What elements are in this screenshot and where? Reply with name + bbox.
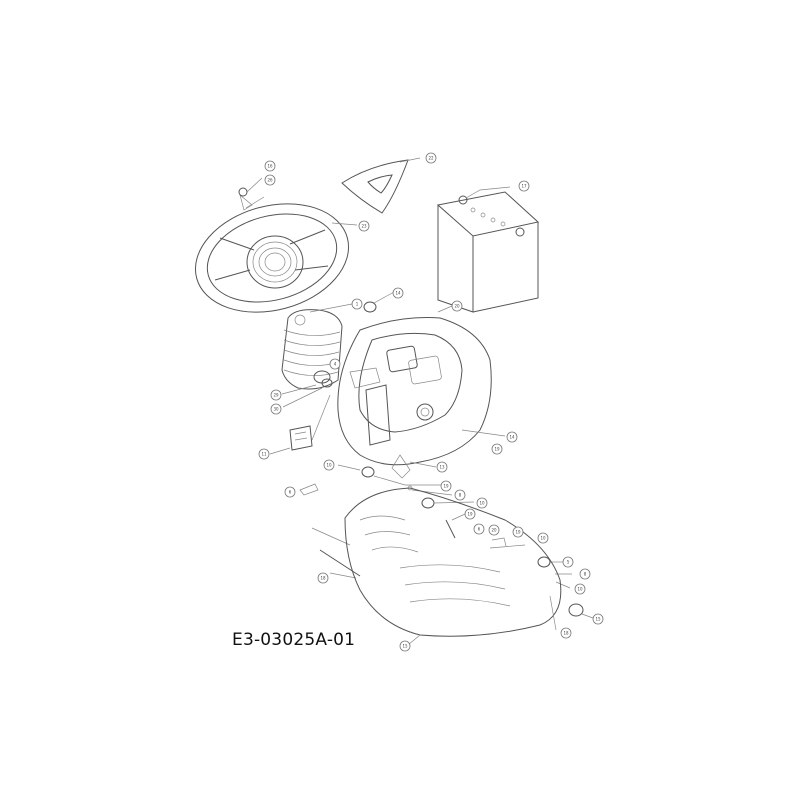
svg-text:23: 23 xyxy=(361,224,367,229)
svg-text:11: 11 xyxy=(261,452,267,457)
callout-19a: 19 xyxy=(491,443,503,455)
callout-8a: 8 xyxy=(454,489,466,501)
callout-10a: 10 xyxy=(323,459,335,471)
callout-26: 26 xyxy=(264,174,276,186)
callout-6a: 6 xyxy=(284,486,296,498)
callout-14b: 14 xyxy=(506,431,518,443)
callout-11: 11 xyxy=(258,448,270,460)
svg-text:13: 13 xyxy=(439,465,445,470)
callout-16: 16 xyxy=(264,160,276,172)
callout-22: 22 xyxy=(425,152,437,164)
svg-text:15: 15 xyxy=(595,617,601,622)
callout-10c: 10 xyxy=(537,532,549,544)
callout-19c: 19 xyxy=(464,508,476,520)
callout-23: 23 xyxy=(358,220,370,232)
drawing-number: E3-03025A-01 xyxy=(232,630,356,650)
callout-hood-bottom: 15 xyxy=(399,640,411,652)
callout-29: 29 xyxy=(270,389,282,401)
svg-text:18: 18 xyxy=(320,576,326,581)
svg-text:19: 19 xyxy=(467,512,473,517)
svg-text:26: 26 xyxy=(267,178,273,183)
battery xyxy=(436,186,540,313)
svg-text:1: 1 xyxy=(356,302,359,307)
switch-module xyxy=(269,394,331,455)
callout-18a: 18 xyxy=(317,572,329,584)
svg-text:5: 5 xyxy=(567,560,570,565)
svg-text:6: 6 xyxy=(478,527,481,532)
svg-text:19: 19 xyxy=(443,484,449,489)
callout-18b: 18 xyxy=(560,627,572,639)
svg-text:29: 29 xyxy=(273,393,279,398)
dashboard-console xyxy=(337,305,506,479)
svg-text:17: 17 xyxy=(521,184,527,189)
svg-text:20: 20 xyxy=(491,528,497,533)
svg-text:8: 8 xyxy=(584,572,587,577)
svg-text:8: 8 xyxy=(459,493,462,498)
callout-20b: 20 xyxy=(488,524,500,536)
callout-13: 13 xyxy=(436,461,448,473)
svg-text:6: 6 xyxy=(289,490,292,495)
callout-17: 17 xyxy=(518,180,530,192)
front-hood xyxy=(344,487,562,646)
callout-5: 5 xyxy=(562,556,574,568)
svg-text:10: 10 xyxy=(326,463,332,468)
ring-parts xyxy=(281,370,333,408)
svg-text:19: 19 xyxy=(515,530,521,535)
svg-text:30: 30 xyxy=(273,407,279,412)
svg-text:14: 14 xyxy=(395,291,401,296)
svg-text:15: 15 xyxy=(402,644,408,649)
steering-boot xyxy=(281,303,353,390)
svg-text:14: 14 xyxy=(509,435,515,440)
callouts: 16 26 23 22 17 1 14 20 29 30 4 11 14 19 … xyxy=(258,152,604,652)
svg-text:4: 4 xyxy=(334,362,337,367)
svg-text:22: 22 xyxy=(428,156,434,161)
svg-text:10: 10 xyxy=(540,536,546,541)
svg-text:19: 19 xyxy=(494,447,500,452)
callout-10d: 10 xyxy=(574,583,586,595)
callout-6b: 6 xyxy=(473,523,485,535)
svg-text:18: 18 xyxy=(563,631,569,636)
callout-30: 30 xyxy=(270,403,282,415)
callout-10b: 10 xyxy=(476,497,488,509)
callout-14a: 14 xyxy=(392,287,404,299)
callout-15: 15 xyxy=(592,613,604,625)
callout-19d: 19 xyxy=(512,526,524,538)
steering-wheel xyxy=(194,177,358,313)
svg-text:10: 10 xyxy=(479,501,485,506)
callout-1: 1 xyxy=(351,298,363,310)
callout-4: 4 xyxy=(329,358,341,370)
svg-text:16: 16 xyxy=(267,164,273,169)
dash-knob xyxy=(363,291,395,313)
svg-text:20: 20 xyxy=(454,304,460,309)
callout-8b: 8 xyxy=(579,568,591,580)
callout-19b: 19 xyxy=(440,480,452,492)
callout-20a: 20 xyxy=(451,300,463,312)
svg-text:10: 10 xyxy=(577,587,583,592)
steering-cap xyxy=(341,157,421,214)
